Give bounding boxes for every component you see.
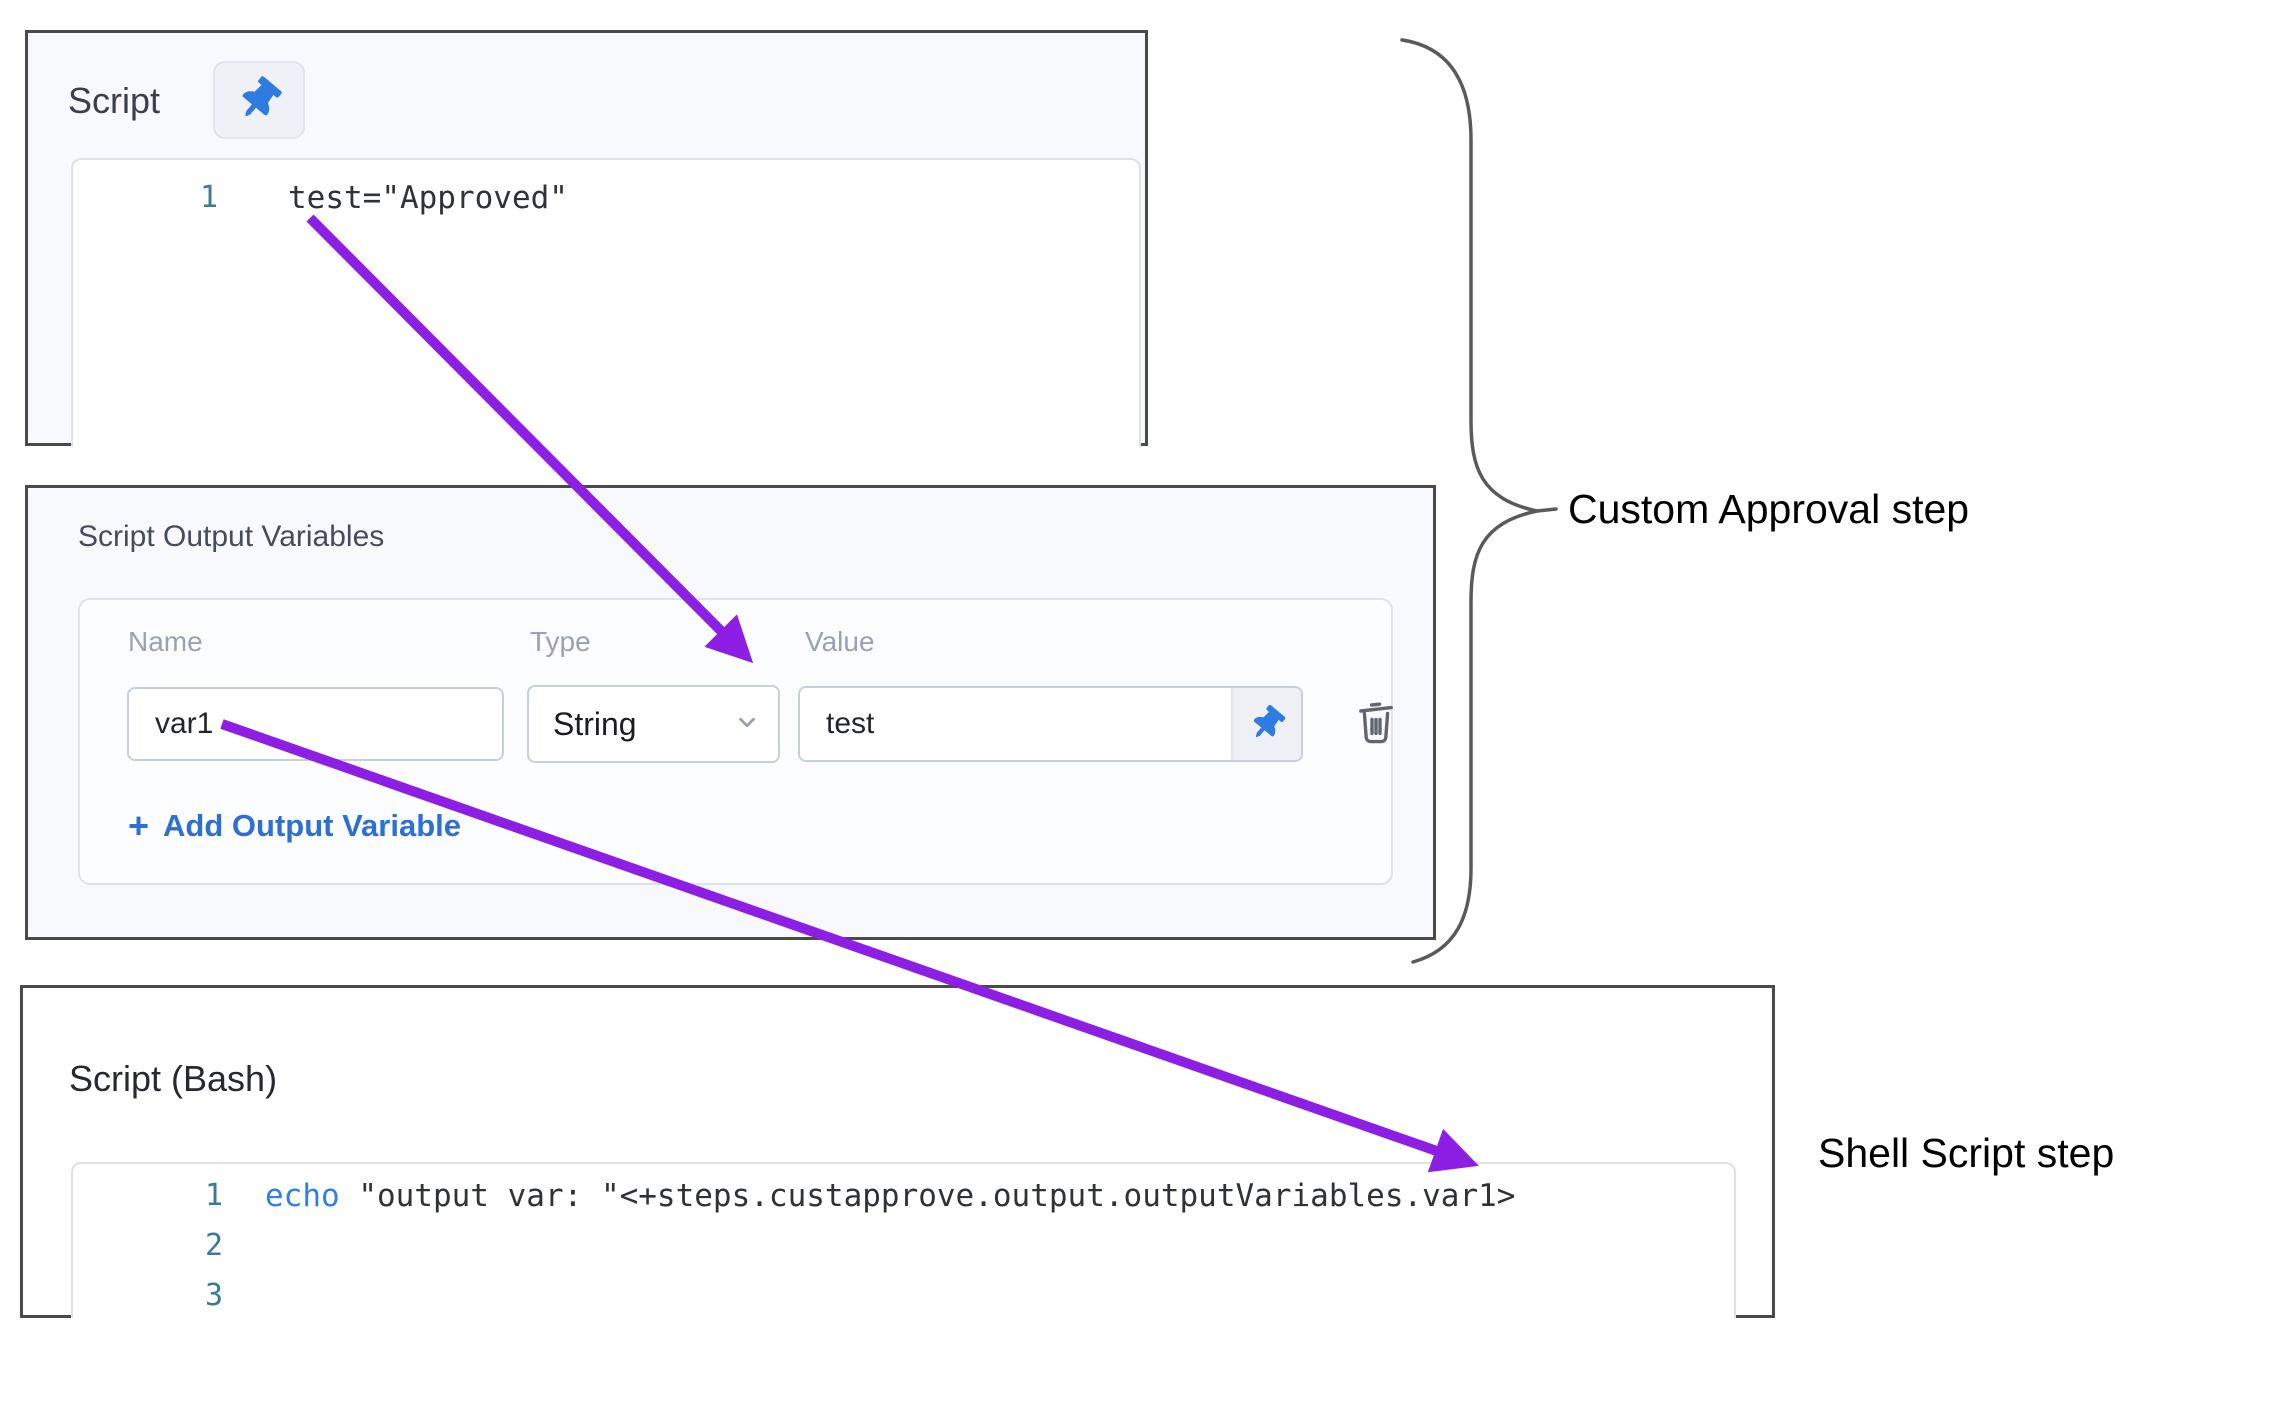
variable-type-selected: String <box>553 705 637 742</box>
line-number: 1 <box>204 1178 223 1213</box>
line-number: 1 <box>199 180 218 215</box>
bash-code-line1: echo "output var: "<+steps.custapprove.o… <box>265 1178 1515 1214</box>
variable-type-select[interactable]: String <box>527 685 780 763</box>
bash-panel-title: Script (Bash) <box>69 1058 278 1099</box>
pushpin-icon <box>1250 704 1286 741</box>
custom-approval-script-panel: Script 1 test="Approved" <box>25 30 1148 447</box>
output-variables-title: Script Output Variables <box>78 520 385 553</box>
bash-script-editor[interactable]: 1 echo "output var: "<+steps.custapprove… <box>71 1162 1736 1318</box>
chevron-down-icon <box>734 706 760 743</box>
column-label-value: Value <box>805 626 875 657</box>
add-output-variable-label: Add Output Variable <box>163 808 461 843</box>
add-output-variable-button[interactable]: + Add Output Variable <box>128 805 461 847</box>
bash-code-rest: "output var: "<+steps.custapprove.output… <box>339 1178 1516 1214</box>
code-line: 2 <box>73 1224 1734 1270</box>
line-number: 3 <box>204 1278 223 1313</box>
bash-keyword: echo <box>265 1178 340 1214</box>
variable-value-input[interactable] <box>800 688 1231 760</box>
plus-icon: + <box>128 805 150 846</box>
output-variables-card: Name Type Value String <box>78 598 1393 885</box>
shell-script-step-label: Shell Script step <box>1818 1130 2115 1176</box>
approval-script-editor[interactable]: 1 test="Approved" <box>71 158 1141 447</box>
approval-script-code: test="Approved" <box>288 180 568 216</box>
code-line: 1 echo "output var: "<+steps.custapprove… <box>73 1174 1734 1220</box>
script-pin-button[interactable] <box>213 61 305 139</box>
shell-script-panel: Script (Bash) 1 echo "output var: "<+ste… <box>20 985 1775 1318</box>
code-line: 1 test="Approved" <box>73 176 1139 222</box>
line-number: 2 <box>204 1228 223 1263</box>
code-line: 3 <box>73 1274 1734 1318</box>
variable-value-field <box>798 686 1303 762</box>
custom-approval-step-label: Custom Approval step <box>1568 486 1970 532</box>
pushpin-icon <box>238 76 282 121</box>
value-pin-button[interactable] <box>1231 688 1301 760</box>
trash-icon <box>1352 702 1400 750</box>
column-label-name: Name <box>128 626 203 657</box>
script-panel-title: Script <box>68 80 161 121</box>
script-output-variables-panel: Script Output Variables Name Type Value … <box>25 485 1436 940</box>
variable-name-input[interactable] <box>127 687 504 761</box>
delete-variable-button[interactable] <box>1352 695 1400 750</box>
column-label-type: Type <box>530 626 591 657</box>
